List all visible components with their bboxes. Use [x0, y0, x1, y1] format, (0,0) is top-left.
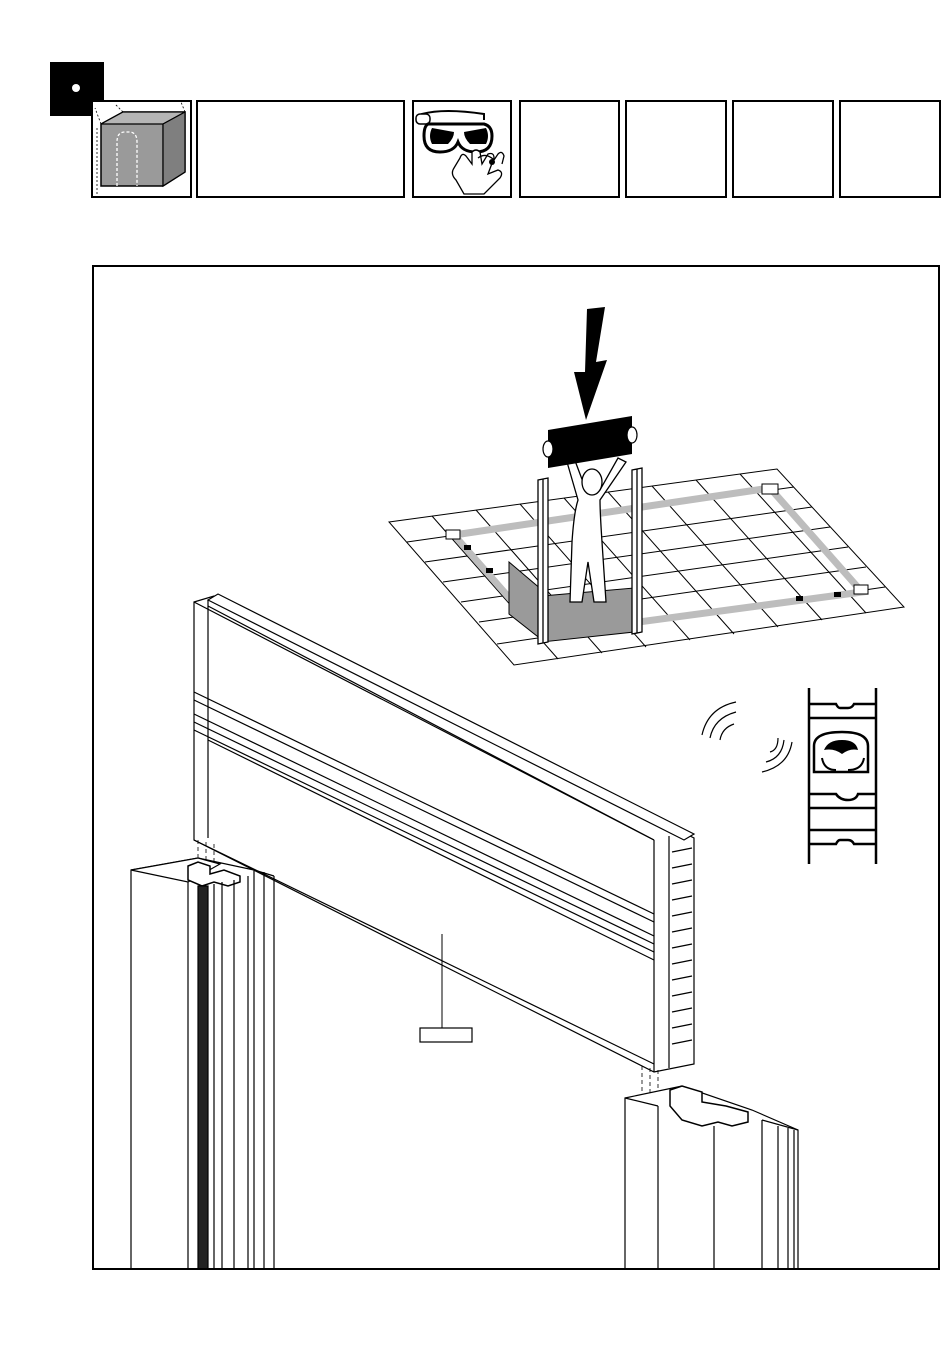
- blank-panel-2: [625, 100, 727, 198]
- blank-panel-4: [839, 100, 941, 198]
- goggles-gloves-icon: [412, 100, 512, 198]
- left-post: [131, 858, 274, 1270]
- profile-cross-section-detail: [809, 688, 876, 864]
- part-label-box: [420, 1028, 472, 1042]
- click-sound-icon: [702, 702, 792, 772]
- right-post: [625, 1086, 798, 1270]
- blank-panel-1: [519, 100, 620, 198]
- floor-grid: [389, 469, 904, 665]
- cube-dimensions-icon: [91, 100, 192, 198]
- tool-icon-row: [0, 100, 950, 202]
- down-arrow-icon: [574, 307, 607, 420]
- horizontal-beam: [194, 594, 694, 1072]
- blank-panel-wide: [196, 100, 405, 198]
- assembly-illustration: [92, 265, 940, 1270]
- blank-panel-3: [732, 100, 834, 198]
